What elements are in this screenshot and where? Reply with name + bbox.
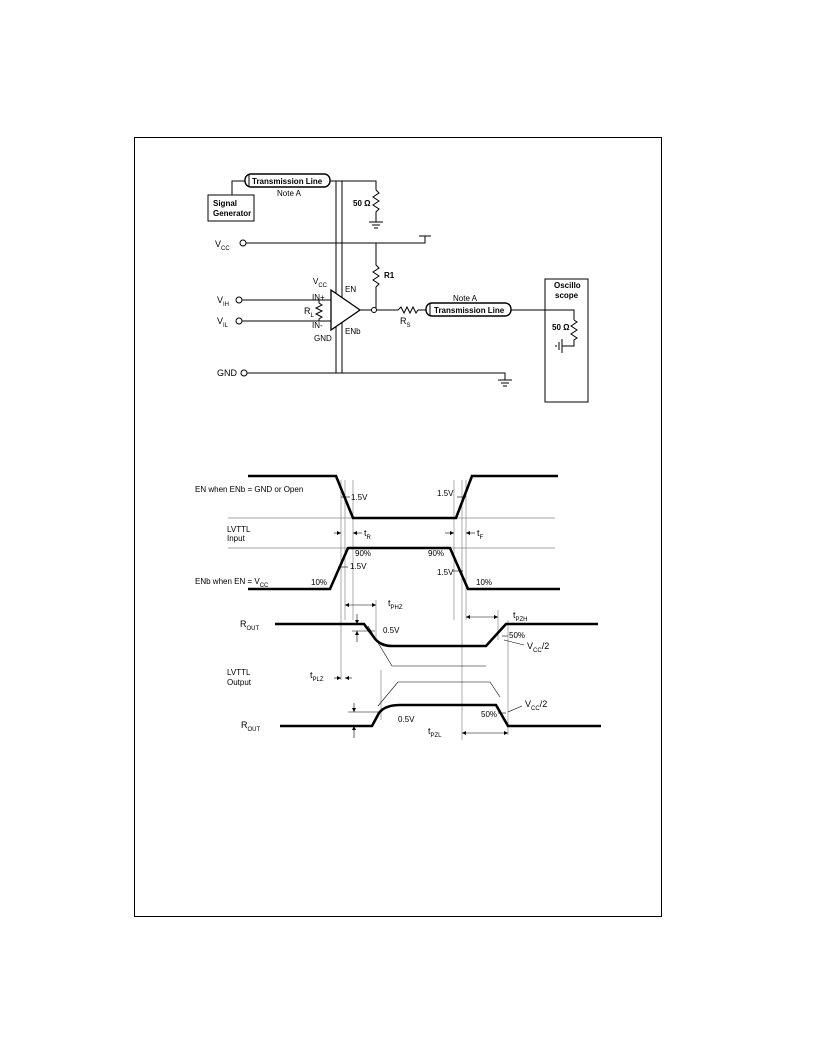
rout-top-label: ROUT <box>240 619 260 632</box>
transmission-line-right-label: Transmission Line <box>434 306 505 315</box>
vcc-terminal[interactable] <box>239 239 247 247</box>
dut-vcc-label: VCC <box>313 277 328 289</box>
pct50-a-label: 50% <box>509 631 525 640</box>
svg-text:tF: tF <box>477 528 484 541</box>
page-frame <box>134 137 662 917</box>
transmission-line-top-label: Transmission Line <box>252 177 323 186</box>
enb-label: ENb when EN = VCC <box>195 577 269 589</box>
svg-text:tR: tR <box>364 528 372 541</box>
rout-top-highz <box>367 625 486 667</box>
pct10-b-label: 10% <box>476 578 492 587</box>
vcc-rail <box>246 236 426 244</box>
v05-b-marker <box>348 703 380 738</box>
dut-buffer <box>330 288 362 332</box>
rout-bottom-waveform <box>280 703 601 728</box>
dut-inp-label: IN+ <box>312 293 325 302</box>
ground-symbol-scope <box>555 339 563 353</box>
resistor-rl <box>314 300 324 321</box>
lvttl-input-label-2: Input <box>227 534 246 543</box>
signal-generator-label-1: Signal <box>213 199 237 208</box>
lvttl-input-label-1: LVTTL <box>227 525 251 534</box>
signal-generator-wire <box>231 180 245 195</box>
v05-a-marker <box>352 614 375 642</box>
vil-terminal[interactable] <box>235 317 243 325</box>
v15-a-label: 1.5V <box>351 493 368 502</box>
oscilloscope-label-1: Oscillo <box>554 281 581 290</box>
pct90-b-label: 90% <box>428 549 444 558</box>
vih-terminal[interactable] <box>235 296 243 304</box>
timing-diagram: EN when ENb = GND or Open 1.5V 1.5V LVTT… <box>195 474 601 740</box>
vil-label: VIL <box>217 316 229 329</box>
ground-symbol-top <box>369 221 383 229</box>
pct90-a-label: 90% <box>355 549 371 558</box>
v15-c-label: 1.5V <box>350 562 367 571</box>
vih-label: VIH <box>217 295 229 308</box>
r50-top-label: 50 Ω <box>353 199 371 208</box>
signal-generator-box <box>207 194 255 222</box>
test-circuit: Signal Generator Transmission Line Note … <box>207 173 589 403</box>
gnd-label: GND <box>217 368 238 378</box>
vcc2-b-label: VCC/2 <box>525 699 547 712</box>
pct50-b-label: 50% <box>481 710 497 719</box>
tplz-marker: tPLZ <box>310 670 352 683</box>
r50-scope-label: 50 Ω <box>552 323 570 332</box>
dut-en-label: EN <box>345 285 356 294</box>
svg-text:tPHZ: tPHZ <box>388 598 403 611</box>
v15-b-label: 1.5V <box>437 489 454 498</box>
tr-marker: tR <box>334 528 372 541</box>
ground-symbol-rail <box>498 379 512 387</box>
dut-enb-label: ENb <box>345 327 361 336</box>
oscilloscope-label-2: scope <box>555 291 579 300</box>
svg-text:tPZL: tPZL <box>428 726 442 739</box>
vcc2-a-label: VCC/2 <box>527 641 549 654</box>
rout-bottom-label: ROUT <box>241 720 261 733</box>
tpzl-marker: tPZL <box>428 726 508 739</box>
vcc-label: VCC <box>215 239 230 252</box>
signal-generator-label-2: Generator <box>213 209 251 218</box>
v05-a-label: 0.5V <box>383 626 400 635</box>
note-a-top: Note A <box>277 189 302 198</box>
rout-bottom-highz <box>377 681 501 707</box>
svg-text:tPZH: tPZH <box>513 610 528 623</box>
enb-waveform <box>248 546 560 591</box>
tf-marker: tF <box>445 528 484 541</box>
svg-text:tPLZ: tPLZ <box>310 670 324 683</box>
note-a-right: Note A <box>453 294 478 303</box>
rout-top-waveform <box>275 622 598 648</box>
resistor-50-scope <box>562 319 578 347</box>
tphz-marker: tPHZ <box>345 598 403 611</box>
dut-gnd-label: GND <box>314 334 332 343</box>
lvttl-output-label-2: Output <box>227 678 252 687</box>
resistor-rs <box>397 305 426 315</box>
tpzh-marker: tPZH <box>466 610 528 623</box>
en-waveform <box>248 474 558 520</box>
gnd-terminal[interactable] <box>240 369 248 377</box>
v05-b-label: 0.5V <box>398 715 415 724</box>
resistor-r1 <box>372 243 380 310</box>
dut-inn-label: IN- <box>312 321 323 330</box>
en-label: EN when ENb = GND or Open <box>195 485 303 494</box>
rs-label: RS <box>400 316 411 329</box>
oscilloscope-box <box>544 278 589 403</box>
v15-d-label: 1.5V <box>437 568 454 577</box>
resistor-50-top <box>372 189 380 222</box>
r1-label: R1 <box>384 271 395 280</box>
lvttl-output-label-1: LVTTL <box>227 668 251 677</box>
pct10-a-label: 10% <box>311 578 327 587</box>
gnd-rail <box>247 372 506 380</box>
rl-label: RL <box>304 306 315 319</box>
